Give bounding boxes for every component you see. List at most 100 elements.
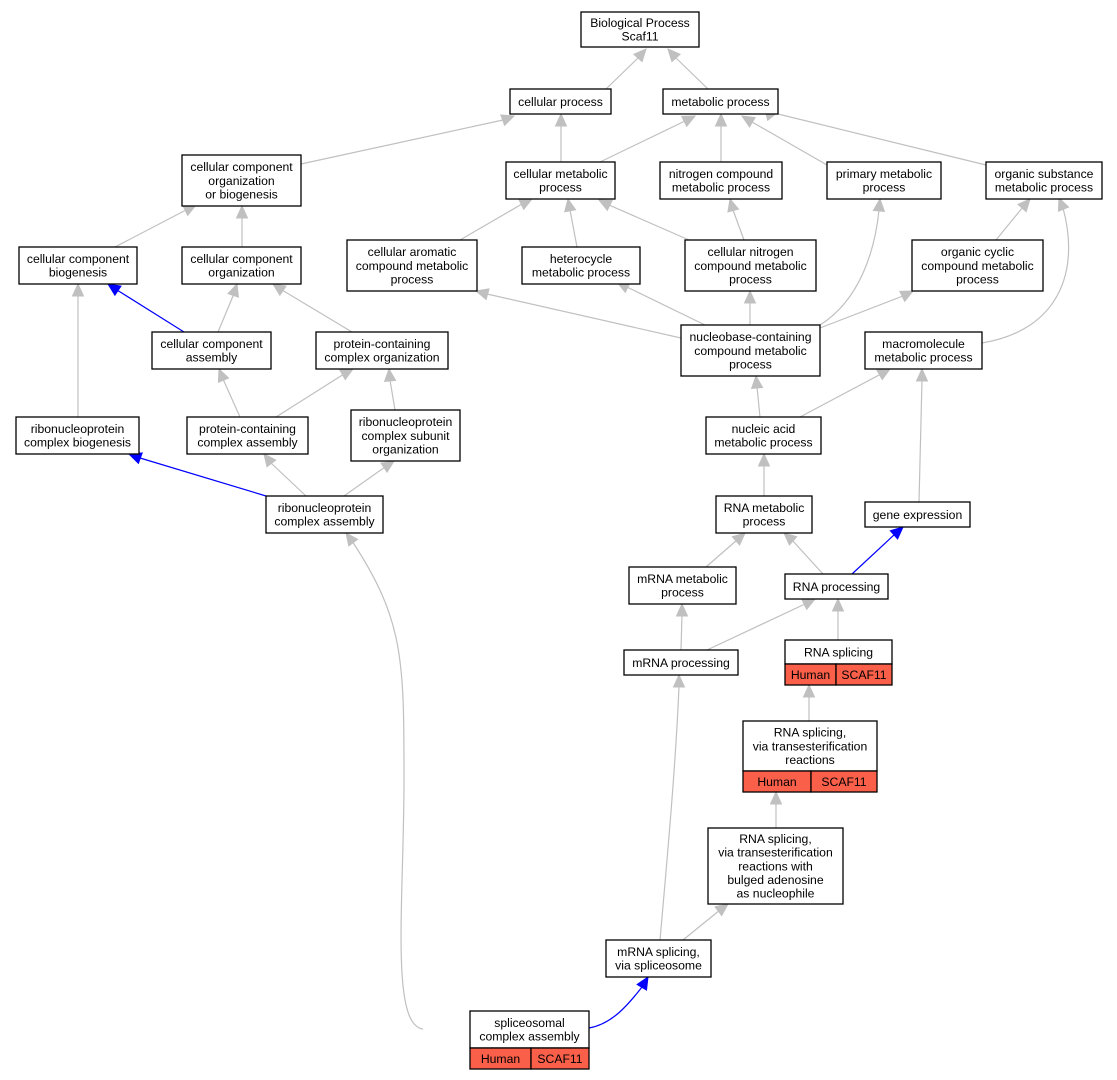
node-label-line: process bbox=[729, 272, 772, 286]
node-label-line: organization bbox=[208, 174, 274, 188]
go-term-metabolic-process[interactable]: metabolic process bbox=[662, 88, 779, 115]
edge-is-a bbox=[217, 295, 234, 333]
node-label-line: cellular process bbox=[518, 95, 603, 109]
edge-is-a bbox=[486, 293, 682, 339]
arrowhead bbox=[731, 532, 746, 546]
node-label-line: cellular aromatic bbox=[368, 245, 457, 259]
node-box bbox=[18, 246, 138, 285]
go-term-rna-splicing-trans[interactable]: RNA splicing,via transesterificationreac… bbox=[742, 720, 878, 793]
arrowhead bbox=[727, 197, 740, 213]
edge-is-a bbox=[918, 379, 923, 503]
node-label-line: nucleic acid bbox=[732, 422, 796, 436]
node-box bbox=[662, 88, 779, 115]
go-term-mrna-splicing[interactable]: mRNA splicing,via spliceosome bbox=[605, 939, 712, 978]
go-term-gene-expression[interactable]: gene expression bbox=[864, 501, 971, 528]
annotation-species: Human bbox=[481, 1052, 520, 1066]
node-box bbox=[186, 416, 309, 455]
node-label-line: complex assembly bbox=[197, 436, 298, 450]
node-label-line: cellular component bbox=[27, 252, 130, 266]
node-label-line: Scaf11 bbox=[621, 30, 658, 44]
arrowhead bbox=[681, 115, 697, 128]
edge-layer bbox=[71, 48, 1070, 1030]
arrowhead bbox=[899, 290, 915, 303]
arrowhead bbox=[672, 673, 686, 688]
arrowhead bbox=[1057, 196, 1070, 212]
edge-is-a bbox=[799, 373, 882, 418]
node-label-line: nitrogen compound bbox=[669, 167, 773, 181]
node-box bbox=[659, 161, 783, 200]
node-box bbox=[346, 239, 478, 292]
edge-is-a bbox=[682, 909, 721, 941]
node-box bbox=[715, 495, 813, 534]
node-label-line: reactions bbox=[785, 753, 834, 767]
edge-highlighted bbox=[139, 457, 267, 497]
node-label-line: protein-containing bbox=[199, 422, 296, 436]
node-label-line: compound metabolic bbox=[694, 344, 806, 358]
node-label-line: mRNA metabolic bbox=[637, 572, 728, 586]
node-label-line: metabolic process bbox=[874, 351, 972, 365]
node-label-line: RNA processing bbox=[793, 580, 880, 594]
arrowhead bbox=[217, 367, 230, 383]
arrowhead bbox=[564, 197, 577, 213]
edge-is-a bbox=[599, 120, 686, 163]
arrowhead bbox=[769, 790, 783, 805]
node-label-line: RNA metabolic bbox=[724, 501, 805, 515]
node-box bbox=[864, 501, 971, 528]
arrowhead bbox=[107, 283, 122, 297]
node-label-line: cellular nitrogen bbox=[707, 245, 793, 259]
node-label-line: or biogenesis bbox=[205, 187, 278, 201]
arrowhead bbox=[714, 112, 728, 127]
node-box bbox=[707, 827, 844, 905]
arrowhead bbox=[783, 532, 798, 546]
edge-is-a bbox=[608, 204, 690, 241]
edge-is-a bbox=[605, 57, 639, 90]
go-term-mrna-processing[interactable]: mRNA processing bbox=[623, 649, 739, 676]
node-box bbox=[509, 88, 612, 115]
annotation-gene-cell bbox=[835, 663, 893, 686]
node-label-line: organic substance bbox=[995, 167, 1094, 181]
node-box bbox=[911, 239, 1044, 292]
arrowhead bbox=[338, 368, 355, 381]
arrowhead bbox=[263, 453, 277, 468]
go-term-cellular-process[interactable]: cellular process bbox=[509, 88, 612, 115]
node-box bbox=[705, 416, 822, 455]
node-label-line: organization bbox=[372, 442, 438, 456]
node-label-line: via spliceosome bbox=[615, 959, 702, 973]
node-label-line: RNA splicing bbox=[804, 645, 873, 659]
node-box bbox=[315, 331, 449, 370]
node-label-line: metabolic process bbox=[672, 181, 770, 195]
node-label-line: organization bbox=[208, 266, 274, 280]
go-term-rna-processing[interactable]: RNA processing bbox=[784, 573, 889, 600]
node-label-line: process bbox=[391, 272, 434, 286]
go-term-rna-splicing-bulged[interactable]: RNA splicing,via transesterificationreac… bbox=[707, 827, 844, 905]
edge-is-a bbox=[300, 119, 504, 165]
arrowhead bbox=[632, 48, 647, 63]
